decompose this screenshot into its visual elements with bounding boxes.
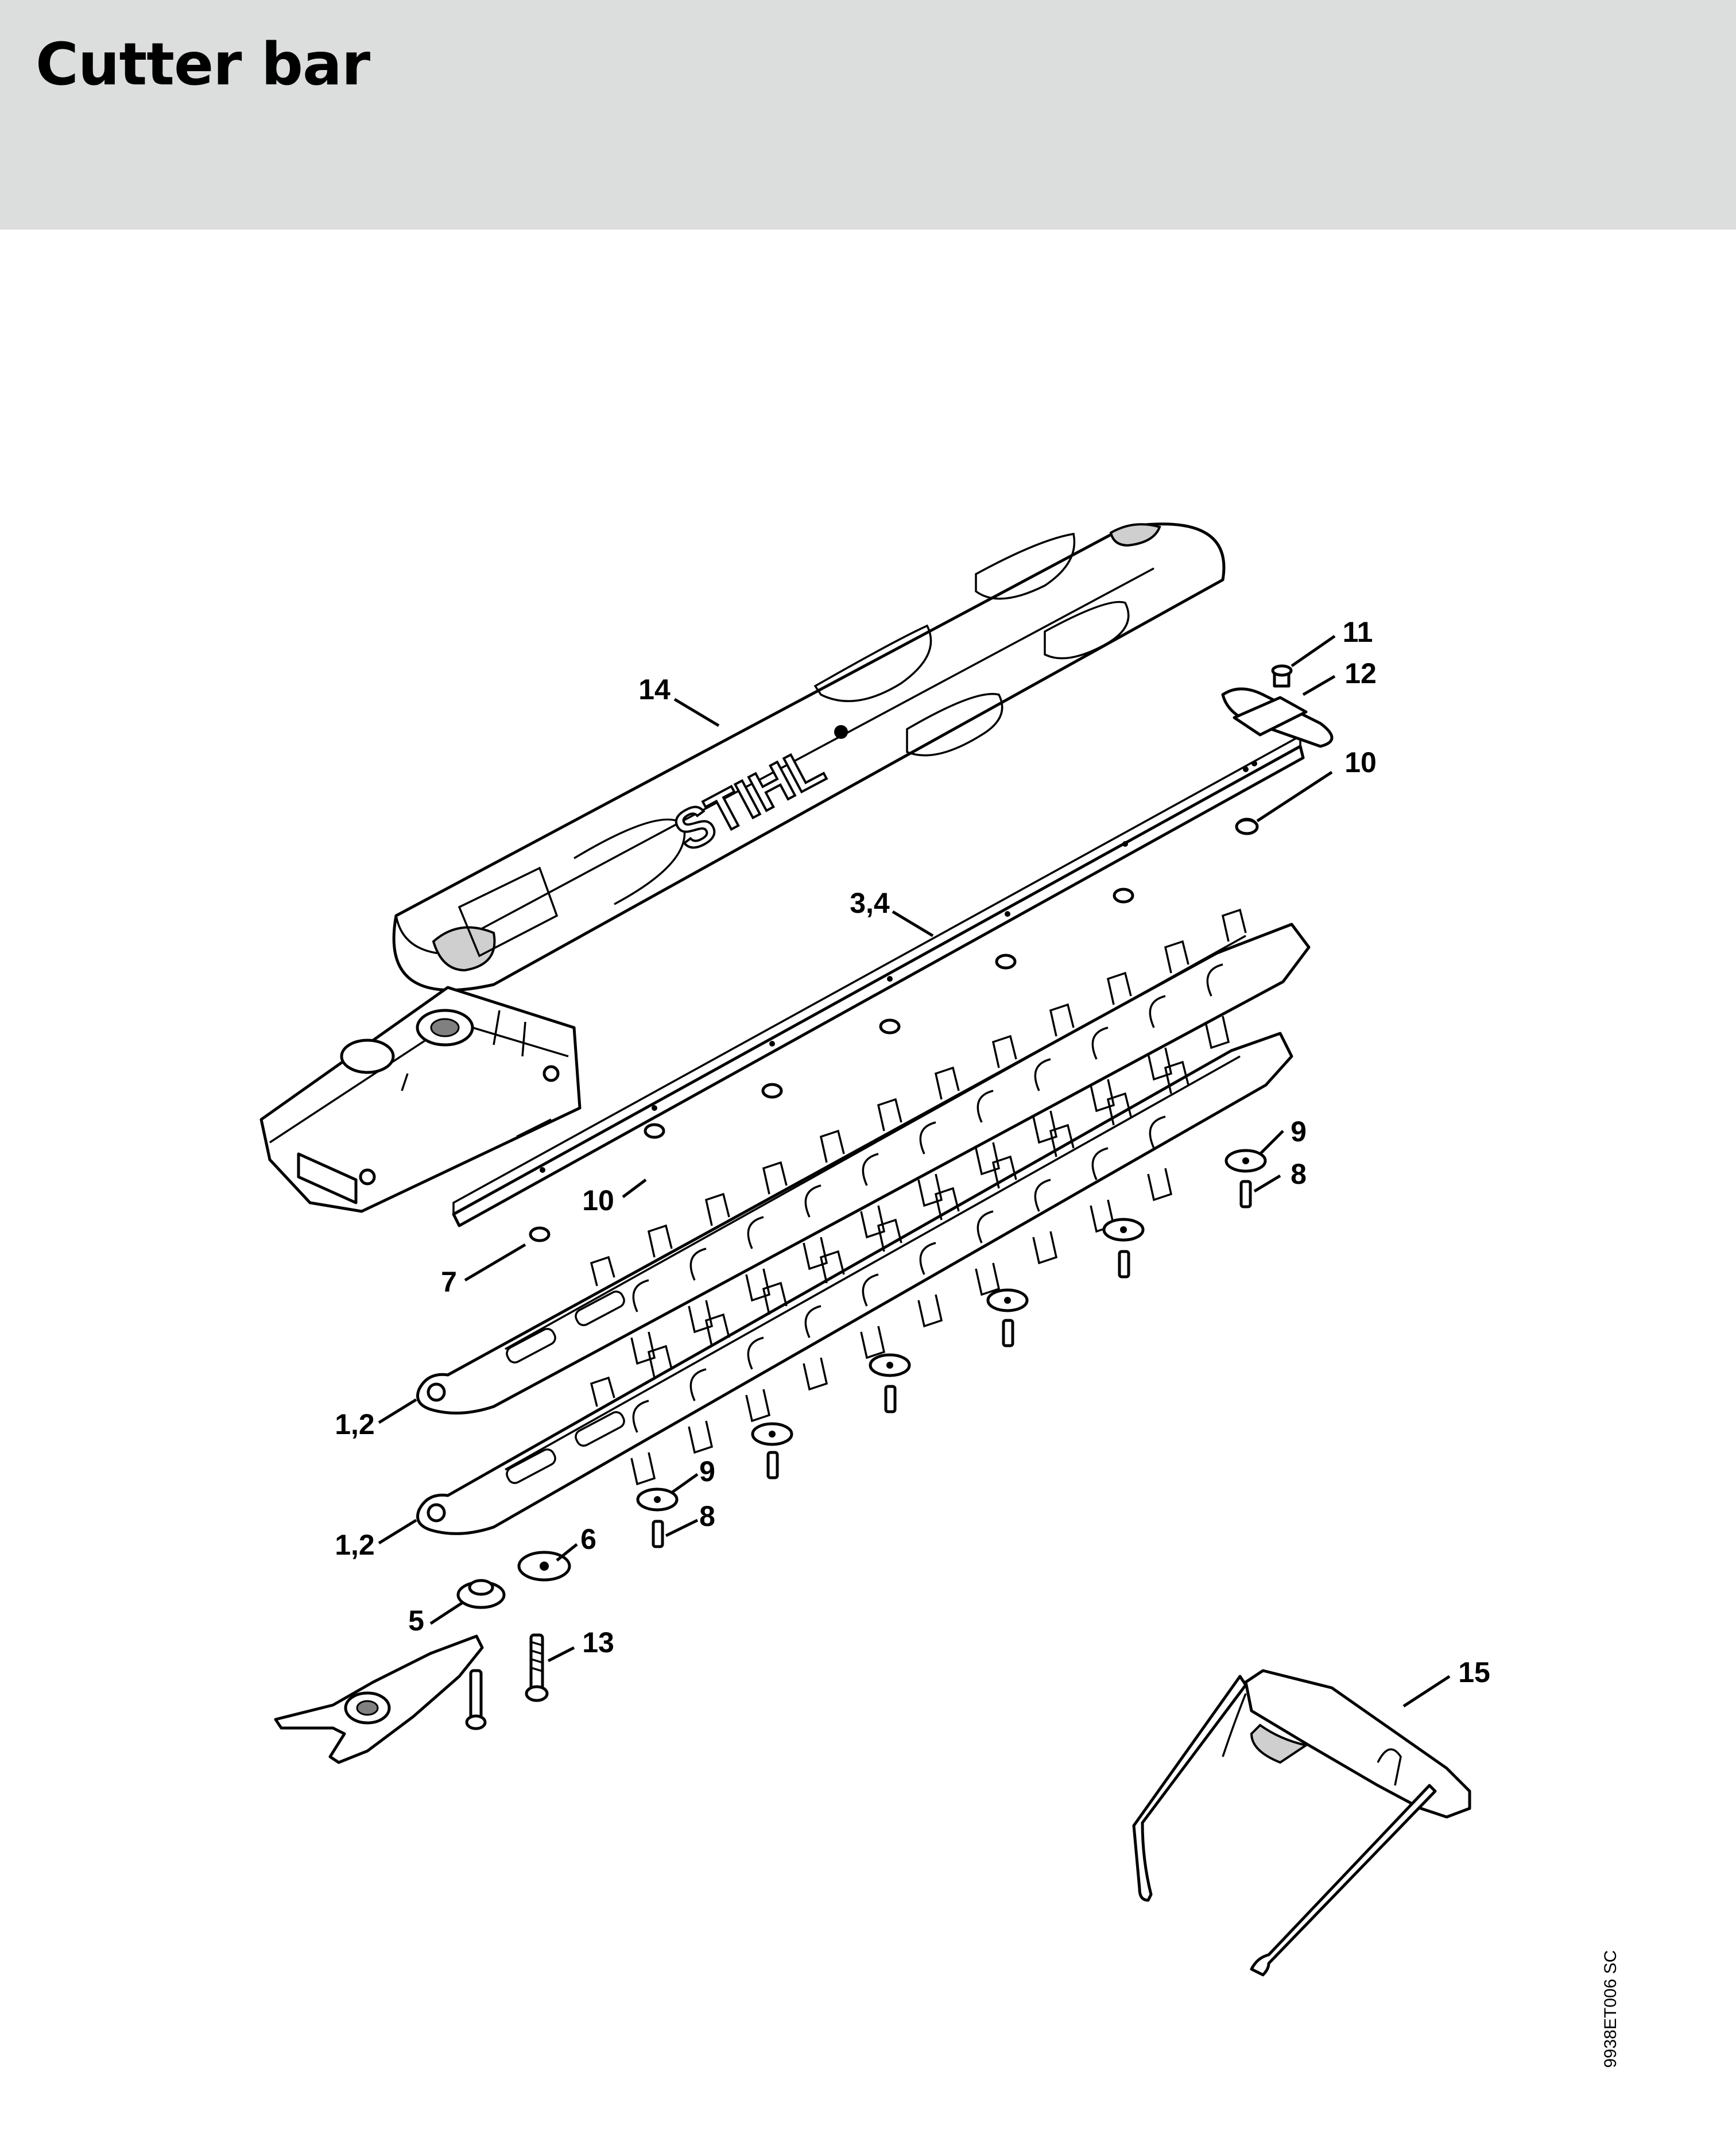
callout-8-left: 8 bbox=[699, 1500, 715, 1532]
header-bar: Cutter bar bbox=[0, 0, 1736, 230]
callout-11: 11 bbox=[1343, 616, 1373, 648]
scabbard: STIHL bbox=[392, 522, 1226, 992]
safety-glasses bbox=[1132, 1669, 1471, 1977]
clamp-plate bbox=[274, 1634, 487, 1764]
callout-10-lower: 10 bbox=[582, 1184, 614, 1217]
leader-lines bbox=[378, 634, 1451, 1708]
callout-14: 14 bbox=[638, 673, 671, 706]
drawing-number: 9938ET006 SC bbox=[1601, 1950, 1620, 2068]
callout-9-right: 9 bbox=[1291, 1115, 1307, 1148]
washers-and-screws bbox=[636, 1149, 1267, 1548]
callout-3-4: 3,4 bbox=[850, 887, 890, 919]
callout-8-right: 8 bbox=[1291, 1158, 1307, 1190]
guard-rail bbox=[452, 734, 1305, 1227]
long-screw bbox=[525, 1633, 549, 1702]
callout-1-2-lower: 1,2 bbox=[335, 1529, 375, 1561]
gearbox-housing bbox=[259, 986, 582, 1213]
callout-10-upper: 10 bbox=[1344, 746, 1377, 778]
callout-5: 5 bbox=[408, 1605, 424, 1637]
callout-1-2-upper: 1,2 bbox=[335, 1408, 375, 1440]
spacer-nut bbox=[1235, 818, 1259, 835]
cutter-blade-lower bbox=[416, 1032, 1293, 1535]
callout-15: 15 bbox=[1458, 1656, 1490, 1688]
callout-7: 7 bbox=[441, 1266, 457, 1298]
callouts: 14 11 12 10 3,4 9 8 10 7 1,2 1,2 9 8 6 5… bbox=[335, 616, 1490, 1688]
callout-6: 6 bbox=[580, 1523, 596, 1555]
spacer-sleeve bbox=[456, 1579, 506, 1609]
rail-clamp bbox=[1221, 664, 1334, 748]
page-title: Cutter bar bbox=[36, 30, 370, 99]
callout-12: 12 bbox=[1344, 657, 1377, 689]
callout-13: 13 bbox=[582, 1626, 614, 1659]
cutter-blade-upper bbox=[416, 908, 1311, 1415]
callout-9-left: 9 bbox=[699, 1455, 715, 1487]
